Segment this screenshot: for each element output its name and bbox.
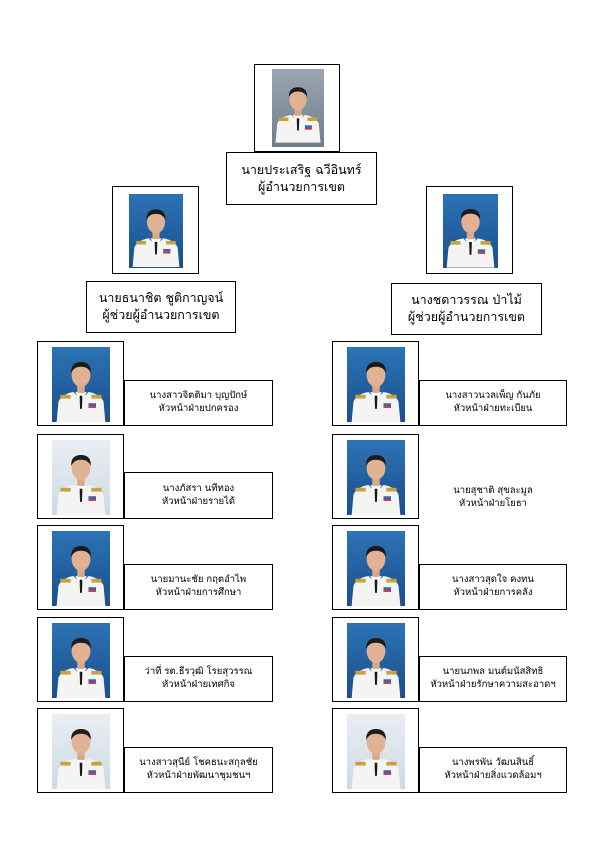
head-left-4-photo-frame [37,617,124,702]
person-portrait-icon [347,623,405,698]
director-photo [272,69,324,147]
head-left-4-name: ว่าที่ รต.ธีรวุฒิ โรยสุวรรณ [144,666,253,678]
head-right-3-photo-frame [332,525,419,610]
head-right-4-label: นายนภพล มนต์มนัสสิทธิ หัวหน้าฝ่ายรักษาคว… [419,656,567,702]
head-right-5-position: หัวหน้าฝ่ายสิ่งแวดล้อมฯ [444,770,542,781]
head-left-1-label: นางสาวจิตติมา บุญปักษ์ หัวหน้าฝ่ายปกครอง [124,380,273,426]
head-right-2-label: นายสุชาติ สุขละมูล หัวหน้าฝ่ายโยธา [419,476,567,519]
head-right-4-position: หัวหน้าฝ่ายรักษาความสะอาดฯ [430,679,556,690]
head-right-3-label: นางสาวสุดใจ คงทน หัวหน้าฝ่ายการคลัง [419,564,567,610]
head-left-2-position: หัวหน้าฝ่ายรายได้ [161,495,236,507]
head-left-1-position: หัวหน้าฝ่ายปกครอง [158,403,239,414]
head-left-1-name: นางสาวจิตติมา บุญปักษ์ [149,390,248,402]
person-portrait-icon [52,623,110,698]
head-right-1-position: หัวหน้าฝ่ายทะเบียน [453,403,533,414]
head-left-4-label: ว่าที่ รต.ธีรวุฒิ โรยสุวรรณ หัวหน้าฝ่ายเ… [124,656,273,702]
person-portrait-icon [52,440,110,515]
head-right-5-label: นางพรพัน วัฒนสินธิ์ หัวหน้าฝ่ายสิ่งแวดล้… [419,747,567,793]
director-position: ผู้อำนวยการเขต [258,178,345,194]
head-right-4-name: นายนภพล มนต์มนัสสิทธิ [442,666,544,678]
person-portrait-icon [52,531,110,606]
head-right-4-photo-frame [332,617,419,702]
assistant-left-position: ผู้ช่วยผู้อำนวยการเขต [102,307,220,322]
director-label: นายประเสริฐ ฉวีอินทร์ ผู้อำนวยการเขต [226,152,377,205]
head-right-3-photo [347,531,405,606]
head-right-3-position: หัวหน้าฝ่ายการคลัง [453,587,533,598]
head-left-3-label: นายมานะชัย กฤตอำไพ หัวหน้าฝ่ายการศึกษา [124,564,273,610]
head-right-5-photo [347,714,405,789]
assistant-right-position: ผู้ช่วยผู้อำนวยการเขต [407,309,526,324]
head-right-2-position: หัวหน้าฝ่ายโยธา [459,497,527,509]
head-left-3-photo-frame [37,525,124,610]
person-portrait-icon [129,194,183,268]
head-right-2-name: นายสุชาติ สุขละมูล [453,484,533,496]
head-right-2-photo-frame [332,434,419,519]
person-portrait-icon [52,714,110,789]
head-left-2-photo-frame [37,434,124,519]
head-right-1-photo [347,347,405,422]
head-left-2-label: นางภัสรา นทีทอง หัวหน้าฝ่ายรายได้ [124,472,273,519]
person-portrait-icon [272,69,324,147]
person-portrait-icon [347,531,405,606]
head-left-5-position: หัวหน้าฝ่ายพัฒนาชุมชนฯ [146,770,251,781]
assistant-left-name: นายธนาชิต ชูติกาญจน์ [98,290,224,306]
head-right-4-photo [347,623,405,698]
head-left-2-photo [52,440,110,515]
head-right-3-name: นางสาวสุดใจ คงทน [452,574,534,586]
assistant-right-label: นางชดาวรรณ ป่าไม้ ผู้ช่วยผู้อำนวยการเขต [391,283,542,335]
head-left-1-photo [52,347,110,422]
head-left-5-photo [52,714,110,789]
head-right-1-name: นางสาวนวลเพ็ญ กันภัย [445,390,541,402]
head-right-5-photo-frame [332,708,419,793]
director-photo-frame [254,64,340,152]
person-portrait-icon [347,440,405,515]
assistant-right-photo [443,194,498,268]
head-left-5-photo-frame [37,708,124,793]
person-portrait-icon [443,194,498,268]
person-portrait-icon [347,347,405,422]
head-left-4-position: หัวหน้าฝ่ายเทศกิจ [161,679,235,690]
assistant-left-label: นายธนาชิต ชูติกาญจน์ ผู้ช่วยผู้อำนวยการเ… [86,281,236,333]
head-right-1-photo-frame [332,341,419,426]
head-left-4-photo [52,623,110,698]
director-name: นายประเสริฐ ฉวีอินทร์ [241,161,362,177]
assistant-right-photo-frame [426,186,513,274]
assistant-right-name: นางชดาวรรณ ป่าไม้ [411,292,522,308]
head-left-3-position: หัวหน้าฝ่ายการศึกษา [155,587,242,598]
head-left-5-name: นางสาวสุนีย์ โชคธนะสกุลชัย [139,757,258,769]
head-left-3-photo [52,531,110,606]
head-left-1-photo-frame [37,341,124,426]
head-right-5-name: นางพรพัน วัฒนสินธิ์ [451,757,535,769]
head-right-2-photo [347,440,405,515]
head-right-1-label: นางสาวนวลเพ็ญ กันภัย หัวหน้าฝ่ายทะเบียน [419,380,567,426]
person-portrait-icon [347,714,405,789]
head-left-5-label: นางสาวสุนีย์ โชคธนะสกุลชัย หัวหน้าฝ่ายพั… [124,747,273,793]
person-portrait-icon [52,347,110,422]
assistant-left-photo-frame [112,186,199,274]
head-left-2-name: นางภัสรา นทีทอง [162,482,235,494]
head-left-3-name: นายมานะชัย กฤตอำไพ [150,574,247,586]
assistant-left-photo [129,194,183,268]
